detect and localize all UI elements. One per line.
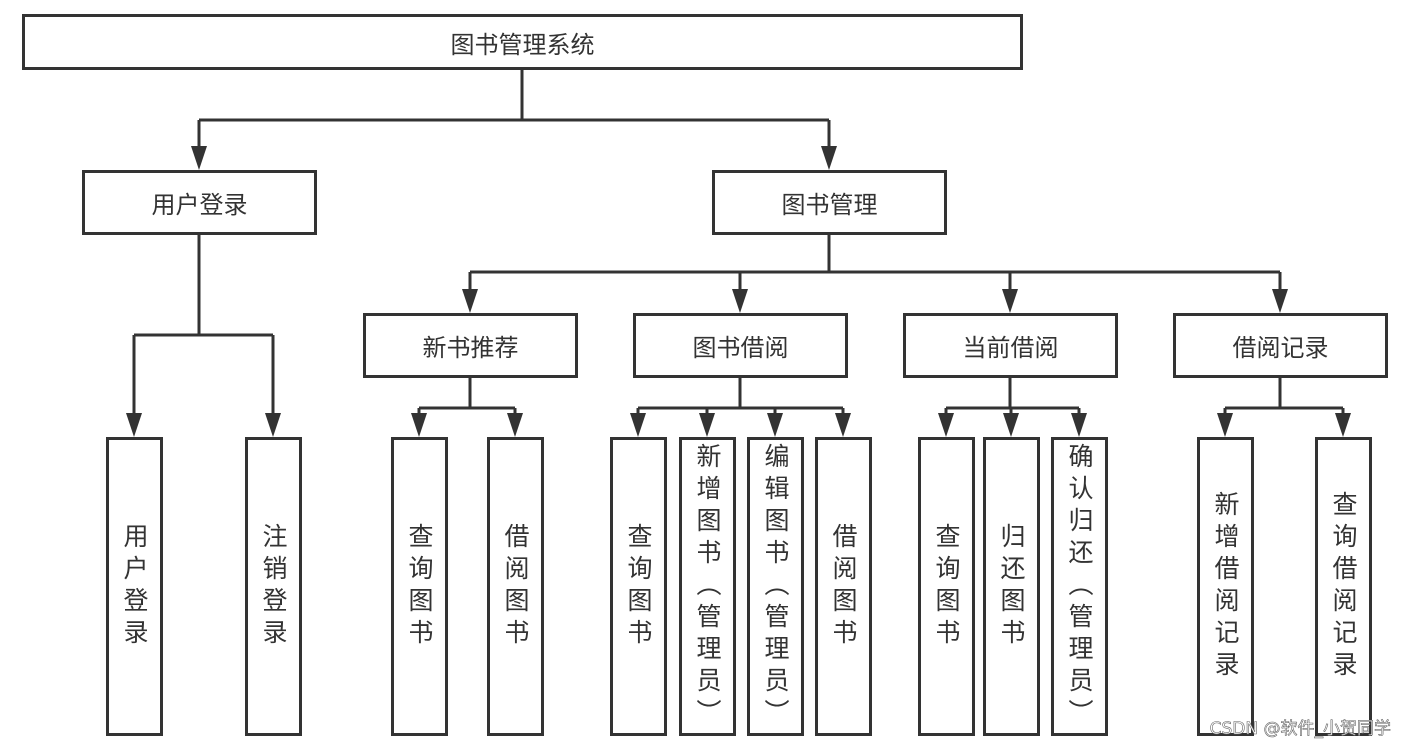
- arrow-head-icon: [767, 413, 783, 437]
- leaf-node: 新增图书（管理员）: [679, 437, 736, 736]
- arrow-head-icon: [265, 413, 281, 437]
- arrow-head-icon: [126, 413, 142, 437]
- arrow-head-icon: [507, 413, 523, 437]
- node-2-module: 图书借阅: [633, 313, 848, 378]
- leaf-node: 借阅图书: [815, 437, 872, 736]
- arrow-head-icon: [1002, 289, 1018, 313]
- leaf-node: 查询借阅记录: [1315, 437, 1372, 736]
- arrow-head-icon: [1335, 413, 1351, 437]
- arrow-head-icon: [699, 413, 715, 437]
- arrow-head-icon: [1272, 289, 1288, 313]
- node-3-module: 当前借阅: [903, 313, 1118, 378]
- arrow-head-icon: [1071, 413, 1087, 437]
- node-book-management: 图书管理: [712, 170, 947, 235]
- leaf-node: 确认归还（管理员）: [1051, 437, 1108, 736]
- leaf-node: 注销登录: [245, 437, 302, 736]
- leaf-node: 查询图书: [391, 437, 448, 736]
- node-4-module: 借阅记录: [1173, 313, 1388, 378]
- arrow-head-icon: [1217, 413, 1233, 437]
- arrow-head-icon: [191, 146, 207, 170]
- arrow-head-icon: [938, 413, 954, 437]
- arrow-head-icon: [732, 289, 748, 313]
- arrow-head-icon: [630, 413, 646, 437]
- leaf-node: 借阅图书: [487, 437, 544, 736]
- arrow-head-icon: [411, 413, 427, 437]
- leaf-node: 新增借阅记录: [1197, 437, 1254, 736]
- arrow-head-icon: [835, 413, 851, 437]
- node-root: 图书管理系统: [22, 14, 1023, 70]
- leaf-node: 归还图书: [983, 437, 1040, 736]
- node-1-module: 新书推荐: [363, 313, 578, 378]
- leaf-node: 查询图书: [610, 437, 667, 736]
- arrow-head-icon: [1003, 413, 1019, 437]
- leaf-node: 用户登录: [106, 437, 163, 736]
- arrow-head-icon: [462, 289, 478, 313]
- leaf-node: 查询图书: [918, 437, 975, 736]
- watermark: CSDN @软件_小贺同学: [1209, 719, 1391, 740]
- arrow-head-icon: [821, 146, 837, 170]
- node-user-login: 用户登录: [82, 170, 317, 235]
- leaf-node: 编辑图书（管理员）: [747, 437, 804, 736]
